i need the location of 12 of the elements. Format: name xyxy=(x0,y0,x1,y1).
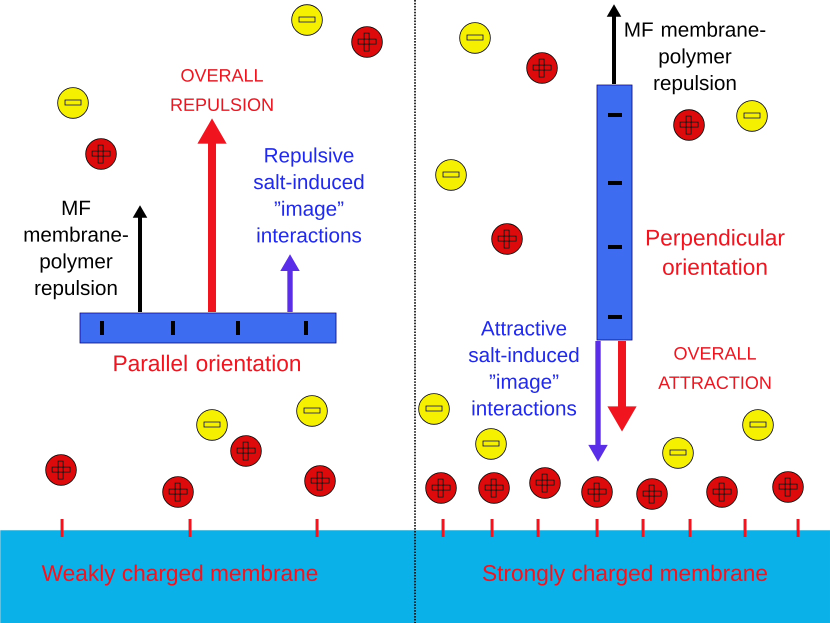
node-label: Weakly charged membrane xyxy=(42,564,318,586)
membrane-band xyxy=(415,530,830,623)
force-label: Attractive salt-induced ”image” interactions xyxy=(468,320,578,416)
force-label: MF membrane-polymer repulsion xyxy=(24,200,128,300)
force-label: OVERALL REPULSION xyxy=(171,68,273,112)
membrane-band xyxy=(0,530,416,623)
orientation-label: Parallel orientation xyxy=(114,354,300,372)
force-label: Repulsive salt-induced ”image” interactions xyxy=(254,147,364,243)
force-label: OVERALL ATTRACTION xyxy=(658,346,770,390)
node-label: Strongly charged membrane xyxy=(483,564,767,586)
orientation-label: Perpendicular orientation xyxy=(646,229,785,275)
force-label: MF membrane-polymer repulsion xyxy=(626,22,766,94)
